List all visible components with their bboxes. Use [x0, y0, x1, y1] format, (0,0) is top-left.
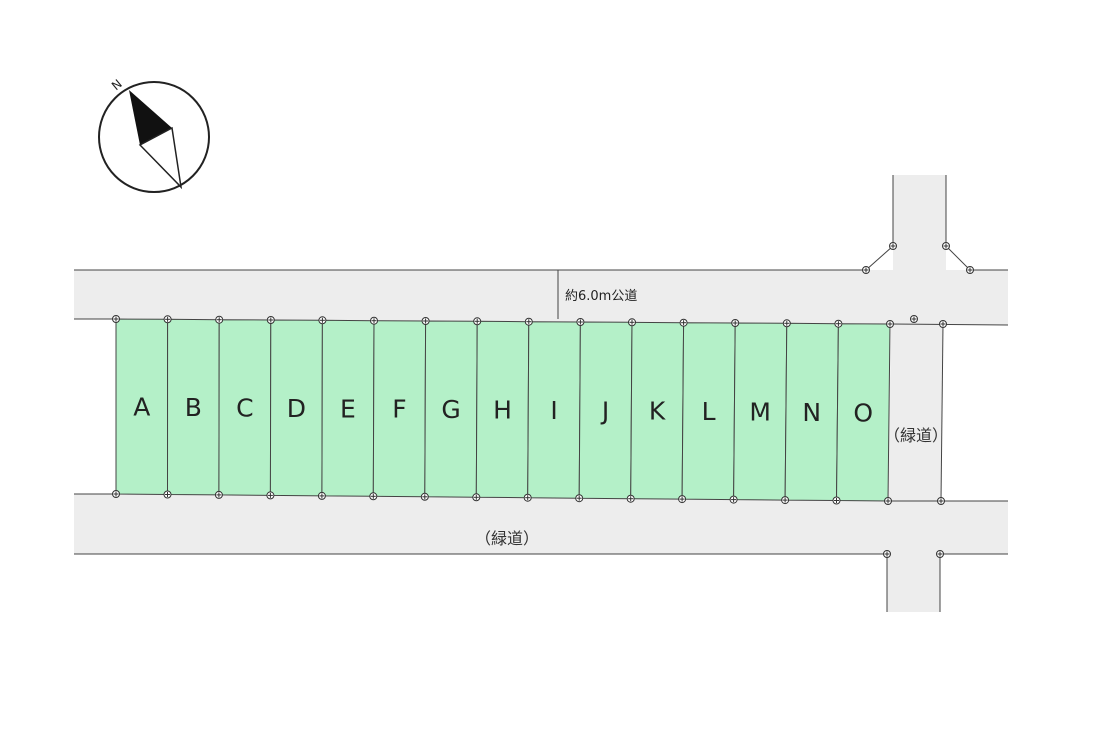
compass-north-label: N: [109, 77, 125, 93]
road-edges: [74, 175, 1009, 612]
boundary-marker: [782, 319, 791, 328]
lot-i-label: I: [550, 396, 557, 425]
lot-m-label: M: [749, 398, 771, 427]
boundary-marker: [214, 490, 223, 499]
boundary-marker: [942, 242, 950, 250]
lots: A B C D E F G H I J K L M N O: [115, 318, 891, 502]
lot-e-label: E: [340, 394, 356, 423]
boundary-marker: [318, 316, 327, 325]
boundary-marker: [163, 315, 172, 324]
lot-k-label: K: [649, 397, 666, 426]
boundary-marker: [163, 490, 172, 499]
lot-a-label: A: [133, 393, 150, 422]
boundary-marker: [576, 318, 585, 326]
boundary-marker: [862, 266, 870, 274]
boundary-marker: [937, 497, 945, 505]
boundary-marker: [781, 496, 790, 505]
boundary-markers: [112, 242, 974, 558]
lot-j-label: J: [600, 396, 609, 425]
boundary-marker: [939, 320, 947, 328]
boundary-marker: [421, 317, 430, 325]
lot-l-label: L: [702, 397, 716, 426]
north-road: [74, 270, 1008, 325]
boundary-marker: [266, 316, 275, 324]
lot-f-label: F: [392, 395, 406, 424]
boundary-marker: [369, 492, 378, 501]
lot-h-label: H: [493, 396, 512, 425]
southeast-road: [887, 554, 940, 612]
boundary-marker: [626, 494, 635, 503]
east-green-road: [888, 324, 943, 501]
roads: [74, 175, 1008, 612]
boundary-marker: [886, 320, 894, 328]
lot-g-label: G: [441, 395, 460, 424]
boundary-marker: [266, 491, 275, 500]
northeast-road: [893, 175, 946, 272]
boundary-marker: [883, 550, 891, 558]
lot-o-label: O: [853, 398, 873, 427]
south-green-label: （緑道）: [475, 529, 539, 548]
boundary-marker: [575, 494, 584, 503]
lot-n-label: N: [802, 398, 821, 427]
north-road-label: 約6.0m公道: [565, 289, 637, 304]
boundary-marker: [679, 318, 688, 327]
boundary-marker: [112, 490, 120, 498]
boundary-marker: [524, 317, 533, 326]
south-green-road: [74, 494, 1008, 554]
boundary-marker: [678, 495, 687, 504]
boundary-marker: [473, 317, 482, 326]
north-arrow-icon: N: [98, 77, 210, 193]
lot-c-label: C: [236, 394, 253, 423]
boundary-marker: [523, 493, 532, 502]
boundary-marker: [472, 493, 481, 502]
boundary-marker: [112, 315, 120, 323]
lot-d-label: D: [287, 394, 306, 423]
boundary-marker: [889, 242, 897, 250]
boundary-marker: [834, 319, 843, 328]
boundary-marker: [910, 315, 918, 323]
boundary-marker: [215, 315, 224, 324]
boundary-marker: [317, 491, 326, 500]
boundary-marker: [884, 497, 892, 505]
boundary-marker: [628, 318, 636, 327]
boundary-marker: [936, 550, 944, 558]
boundary-marker: [966, 266, 974, 274]
boundary-marker: [832, 496, 841, 505]
lot-b-label: B: [185, 393, 202, 422]
boundary-marker: [420, 492, 429, 501]
east-green-label: （緑道）: [884, 426, 948, 445]
boundary-marker: [729, 495, 738, 504]
boundary-marker: [731, 319, 740, 327]
boundary-marker: [370, 316, 378, 325]
